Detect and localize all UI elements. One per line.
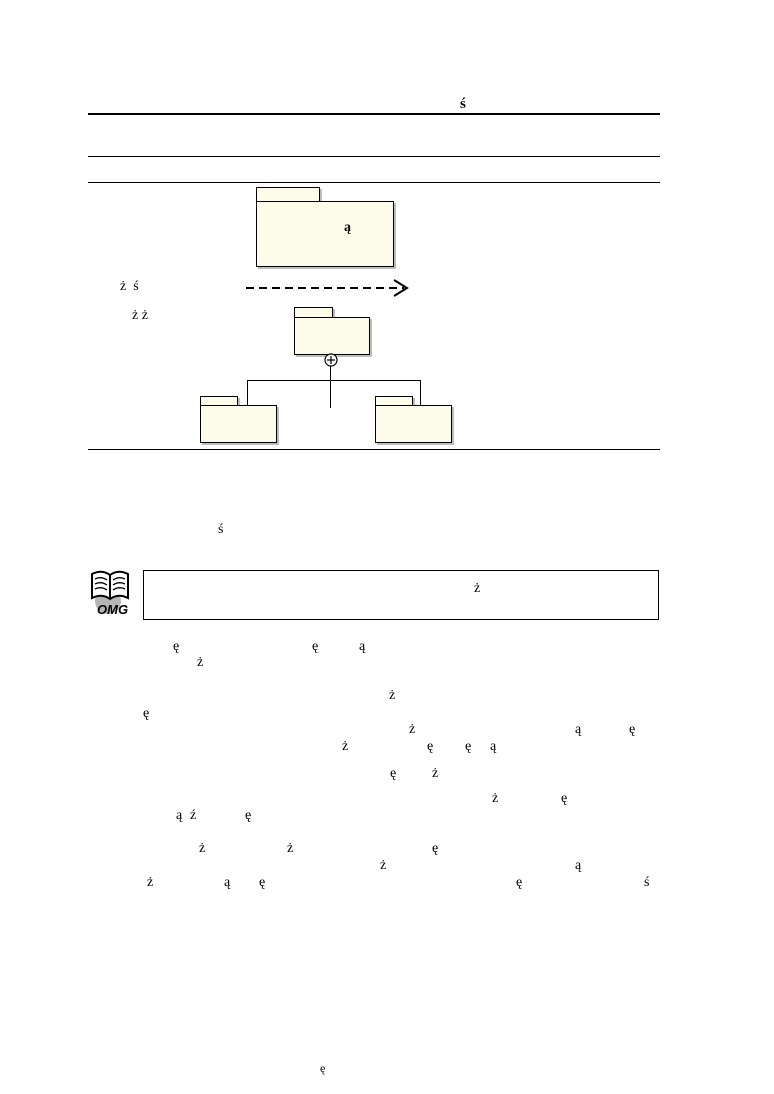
paragraph-text: ą: [575, 722, 582, 737]
paragraph-text: ż: [287, 841, 294, 856]
omg-label: OMG: [97, 602, 129, 617]
table-header-text: ś: [460, 96, 466, 112]
page-footer: ę: [320, 1061, 326, 1075]
package-box: [256, 201, 394, 267]
table-rule: [88, 182, 660, 183]
paragraph-text: ż: [147, 875, 154, 890]
paragraph-text: ą: [575, 858, 582, 873]
parent-package-box: [294, 317, 370, 355]
paragraph-text: ź: [190, 808, 197, 823]
omg-book-icon: [91, 570, 129, 614]
paragraph-text: ę: [143, 706, 150, 721]
containment-line: [330, 366, 331, 408]
paragraph-text: ż: [409, 722, 416, 737]
paragraph-text: ż: [389, 688, 396, 703]
paragraph-text: ę: [427, 739, 434, 754]
child-package-box: [200, 405, 277, 443]
paragraph-text: ą: [359, 639, 366, 654]
paragraph-text: ą: [490, 739, 497, 754]
containment-line: [420, 380, 421, 406]
child-package-box: [375, 405, 452, 443]
paragraph-text: ę: [432, 841, 439, 856]
table-bottom-rule: [88, 449, 660, 450]
paragraph-text: ż: [342, 739, 349, 754]
paragraph-text: ż: [197, 655, 204, 670]
dependency-arrow-icon: [246, 279, 409, 297]
paragraph-text: ż: [432, 766, 439, 781]
body-text: ś: [218, 522, 224, 537]
containment-line: [247, 380, 248, 406]
paragraph-text: ę: [259, 875, 266, 890]
paragraph-text: ę: [312, 639, 319, 654]
package-tab: [256, 187, 320, 202]
paragraph-text: ż: [380, 858, 387, 873]
containment-plus-icon: [324, 353, 338, 367]
paragraph-text: ą: [224, 875, 231, 890]
containment-line: [247, 380, 421, 381]
paragraph-text: ż: [199, 841, 206, 856]
paragraph-text: ę: [465, 739, 472, 754]
paragraph-text: ę: [173, 639, 180, 654]
omg-note-box: [143, 570, 659, 620]
paragraph-text: ą: [176, 808, 183, 823]
paragraph-text: ę: [245, 808, 252, 823]
paragraph-text: ę: [390, 766, 397, 781]
paragraph-text: ę: [629, 722, 636, 737]
package-name: ą: [344, 220, 351, 235]
paragraph-text: ś: [644, 875, 650, 890]
omg-note-text: ż: [474, 581, 481, 596]
table-rule: [88, 156, 660, 157]
paragraph-text: ę: [561, 791, 568, 806]
paragraph-text: ę: [516, 875, 523, 890]
row-label-containment: ż ż: [132, 308, 148, 323]
paragraph-text: ż: [492, 791, 499, 806]
row-label-dependency: ż ś: [120, 279, 139, 294]
table-top-rule: [88, 113, 660, 115]
